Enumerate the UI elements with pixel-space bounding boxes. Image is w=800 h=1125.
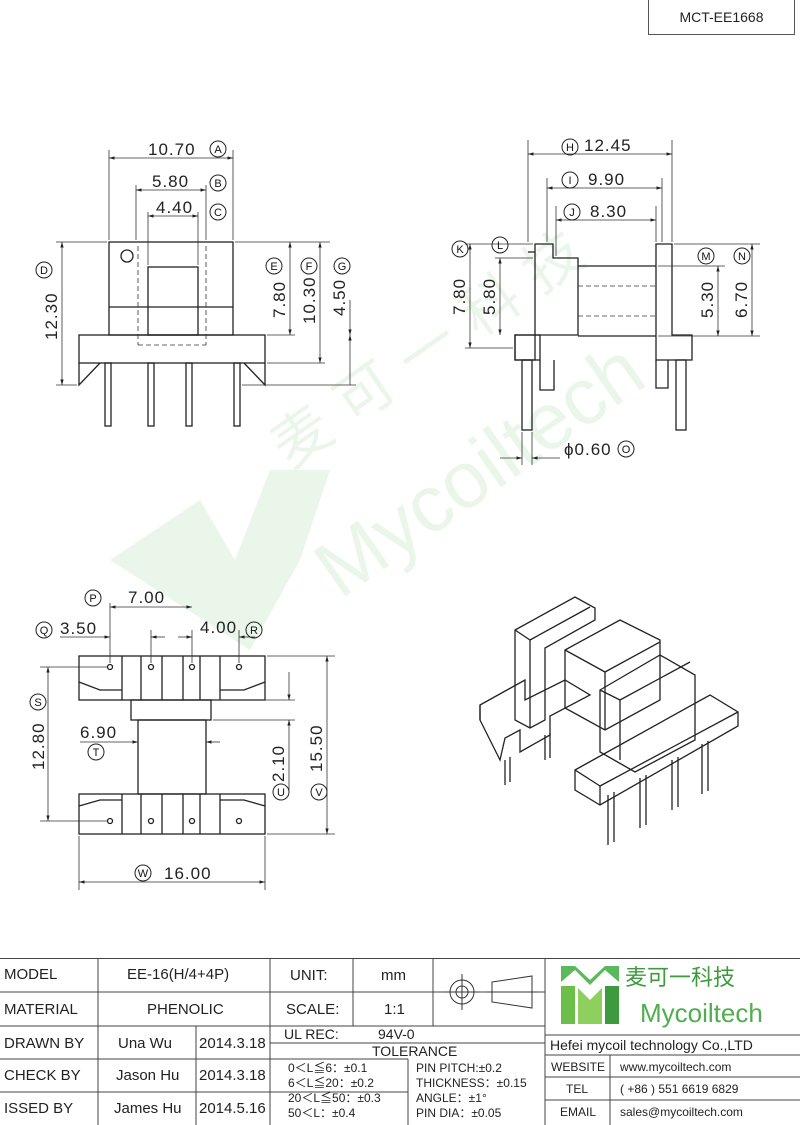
svg-text:V: V <box>315 787 323 799</box>
projection-symbol <box>444 974 538 1010</box>
unit-value: mm <box>381 967 406 984</box>
dim-I-value: 9.90 <box>588 170 625 189</box>
watermark: 麦 可 一 科 技 Mycoiltech <box>110 217 659 650</box>
scale-label: SCALE: <box>286 1001 340 1018</box>
svg-text:M: M <box>701 251 710 263</box>
tol-right-0: PIN PITCH:±0.2 <box>416 1061 502 1075</box>
dim-B-value: 5.80 <box>152 172 189 191</box>
drawn-by-name: Una Wu <box>118 1035 172 1052</box>
svg-text:T: T <box>93 747 100 759</box>
ul-rec-label: UL REC: <box>284 1026 339 1042</box>
issued-by-label: ISSED BY <box>4 1100 74 1117</box>
logo-cn-text: 麦可一科技 <box>625 966 736 991</box>
svg-text:O: O <box>622 444 631 456</box>
dim-K-value: 7.80 <box>450 278 469 315</box>
svg-text:K: K <box>456 244 464 256</box>
model-value: EE-16(H/4+4P) <box>127 966 230 983</box>
svg-text:H: H <box>566 142 574 154</box>
front-view <box>78 241 266 427</box>
model-label: MODEL <box>4 966 58 983</box>
dim-N-value: 6.70 <box>732 281 751 318</box>
reference-letters: A B C D E F G H I J K L M N O P Q R S T U V W <box>34 142 746 880</box>
dim-L-value: 5.80 <box>480 278 499 315</box>
tol-left-0: 0＜L≦6：±0.1 <box>288 1061 368 1075</box>
tol-right-2: ANGLE：±1° <box>416 1091 487 1105</box>
side-view <box>514 243 693 431</box>
svg-text:Q: Q <box>40 625 49 637</box>
dim-D-value: 12.30 <box>42 292 61 340</box>
dim-T-value: 6.90 <box>80 723 117 742</box>
issued-by-date: 2014.5.16 <box>199 1100 266 1117</box>
technical-drawing: 麦 可 一 科 技 Mycoiltech <box>29 136 760 890</box>
svg-text:B: B <box>214 178 221 190</box>
dim-O-value: ϕ0.60 <box>564 440 612 459</box>
svg-text:L: L <box>497 240 503 252</box>
tol-right-3: PIN DIA：±0.05 <box>416 1106 502 1120</box>
tol-left-2: 20＜L≦50：±0.3 <box>288 1091 381 1105</box>
tol-right-1: THICKNESS：±0.15 <box>416 1076 527 1090</box>
dim-U-value: 2.10 <box>269 745 288 782</box>
dim-Q-value: 3.50 <box>60 619 97 638</box>
svg-text:N: N <box>738 251 746 263</box>
drawn-by-label: DRAWN BY <box>4 1035 85 1052</box>
dim-R-value: 4.00 <box>200 618 237 637</box>
company-name: Hefei mycoil technology Co.,LTD <box>550 1037 753 1053</box>
svg-text:F: F <box>306 261 313 273</box>
unit-label: UNIT: <box>290 967 328 984</box>
svg-text:E: E <box>270 261 277 273</box>
svg-text:A: A <box>214 144 222 156</box>
svg-text:D: D <box>40 265 48 277</box>
svg-text:P: P <box>89 593 96 605</box>
svg-text:U: U <box>277 787 285 799</box>
tol-left-3: 50＜L：±0.4 <box>288 1106 356 1120</box>
dim-G-value: 4.50 <box>330 279 349 316</box>
drawing-number: MCT-EE1668 <box>648 0 795 35</box>
dim-F-value: 10.30 <box>300 276 319 324</box>
issued-by-name: James Hu <box>114 1100 182 1117</box>
svg-text:R: R <box>250 625 258 637</box>
logo-en-text: Mycoiltech <box>640 998 763 1028</box>
scale-value: 1:1 <box>384 1001 405 1018</box>
email-label: EMAIL <box>560 1105 597 1119</box>
dim-E-value: 7.80 <box>270 281 289 318</box>
tel-label: TEL <box>566 1082 589 1096</box>
ul-rec-value: 94V-0 <box>378 1026 415 1042</box>
dim-C-value: 4.40 <box>156 198 193 217</box>
check-by-date: 2014.3.18 <box>199 1067 266 1084</box>
dim-A-value: 10.70 <box>148 140 196 159</box>
dim-P-value: 7.00 <box>128 588 165 607</box>
dim-H-value: 12.45 <box>584 136 632 155</box>
website-value[interactable]: www.mycoiltech.com <box>620 1060 732 1074</box>
bottom-view <box>78 655 266 835</box>
svg-text:W: W <box>138 868 149 880</box>
svg-text:I: I <box>568 175 571 187</box>
svg-text:C: C <box>214 207 222 219</box>
watermark-logo-mark <box>110 470 330 650</box>
company-logo-mark <box>561 966 619 1024</box>
material-label: MATERIAL <box>4 1001 78 1018</box>
dim-V-value: 15.50 <box>307 724 326 772</box>
material-value: PHENOLIC <box>147 1001 224 1018</box>
tolerance-label: TOLERANCE <box>372 1043 458 1059</box>
check-by-label: CHECK BY <box>4 1067 81 1084</box>
dim-W-value: 16.00 <box>164 864 212 883</box>
tol-left-1: 6＜L≦20：±0.2 <box>288 1076 374 1090</box>
title-block-grid <box>0 958 800 1125</box>
tel-value: ( +86 ) 551 6619 6829 <box>620 1082 739 1096</box>
svg-text:J: J <box>569 207 575 219</box>
dim-S-value: 12.80 <box>29 722 48 770</box>
svg-text:G: G <box>338 261 347 273</box>
dim-J-value: 8.30 <box>590 202 627 221</box>
drawn-by-date: 2014.3.18 <box>199 1035 266 1052</box>
svg-text:S: S <box>34 697 41 709</box>
dim-M-value: 5.30 <box>698 281 717 318</box>
email-value[interactable]: sales@mycoiltech.com <box>620 1105 743 1119</box>
isometric-view <box>479 596 739 845</box>
check-by-name: Jason Hu <box>116 1067 180 1084</box>
website-label: WEBSITE <box>551 1060 606 1074</box>
title-block: MODEL EE-16(H/4+4P) MATERIAL PHENOLIC DR… <box>0 958 800 1125</box>
